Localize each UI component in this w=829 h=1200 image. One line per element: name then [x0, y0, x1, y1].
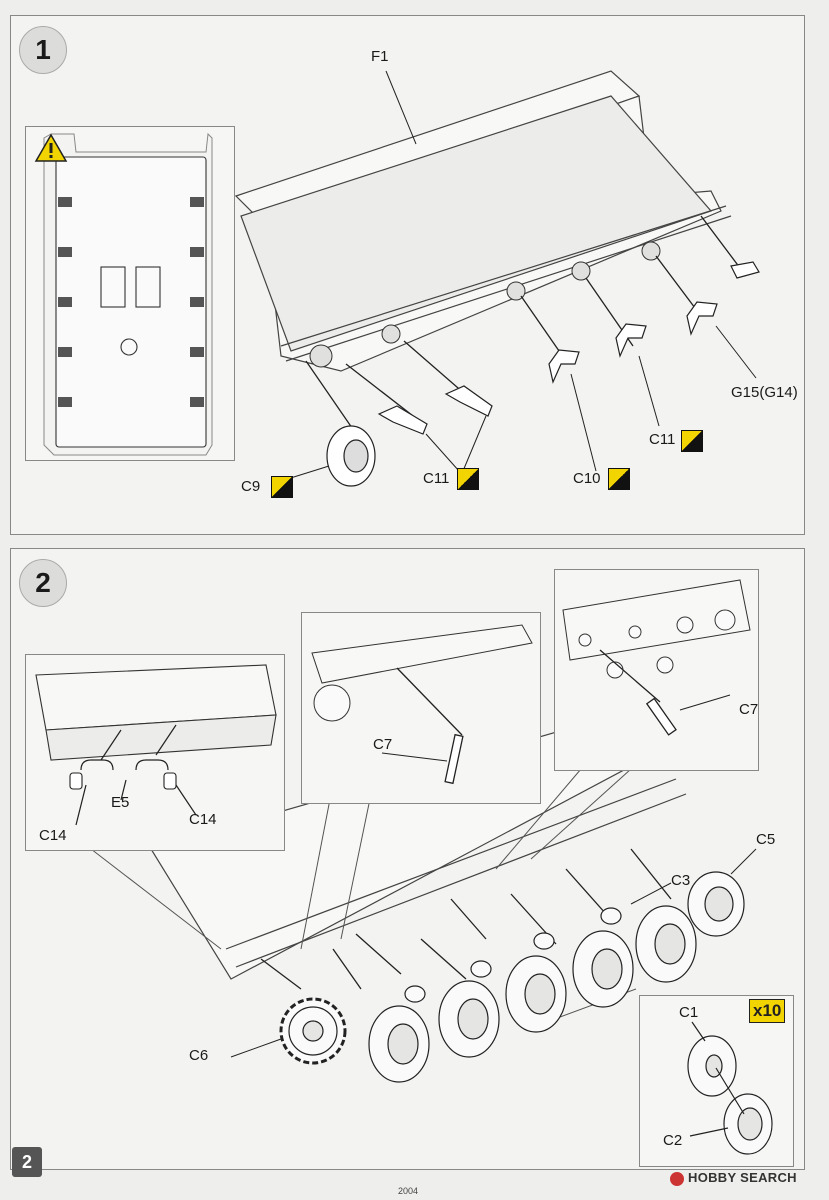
part-label-e5: E5 [111, 794, 130, 811]
towing-shackle-c14 [69, 772, 83, 790]
tow-hook-e5 [80, 759, 114, 771]
warning-triangle-icon [34, 133, 68, 162]
paint-swatch [608, 468, 630, 490]
step-2-panel: 2 [10, 548, 805, 1170]
step-1-panel: 1 [10, 15, 805, 535]
part-label-c3: C3 [671, 872, 691, 889]
paint-swatch [271, 476, 293, 498]
mount-point [571, 261, 591, 281]
part-label-c6: C6 [189, 1047, 209, 1064]
access-hatch [100, 266, 126, 308]
road-wheel [438, 980, 500, 1058]
step-2-badge: 2 [19, 559, 67, 607]
access-hatch [135, 266, 161, 308]
step-1-badge: 1 [19, 26, 67, 74]
hull-underside-inset [25, 126, 235, 461]
hub-cap [533, 932, 555, 950]
suspension-arm-c10 [548, 349, 580, 384]
part-label-c14: C14 [39, 827, 67, 844]
shock-absorber-c7 [444, 733, 464, 785]
footer-code: 2004 [398, 1186, 419, 1196]
wheel-half-c2 [723, 1093, 773, 1155]
part-label-c11: C11 [649, 431, 676, 448]
part-label-c2: C2 [663, 1132, 683, 1149]
mount-point [506, 281, 526, 301]
hub-cap [404, 985, 426, 1003]
watermark: HOBBY SEARCH [670, 1170, 797, 1186]
suspension-arm-g15 [686, 301, 718, 336]
part-label-g15: G15(G14) [731, 384, 798, 401]
road-wheel [505, 955, 567, 1033]
drive-sprocket-c6 [279, 997, 347, 1065]
part-label-c10: C10 [573, 470, 601, 487]
wheel-assembly-inset [639, 995, 794, 1167]
page-number: 2 [12, 1147, 42, 1177]
paint-swatch [457, 468, 479, 490]
part-label-c14: C14 [189, 811, 217, 828]
road-wheel [368, 1005, 430, 1083]
hobby-search-logo-icon [670, 1171, 684, 1186]
tow-hook-e5 [135, 759, 169, 771]
road-wheel [572, 930, 634, 1008]
watermark-text: HOBBY SEARCH [688, 1170, 797, 1185]
hull-floor-outline [55, 156, 207, 448]
part-label-c1: C1 [679, 1004, 699, 1021]
mount-point [309, 344, 333, 368]
mount-point [381, 324, 401, 344]
step-1-illustration [234, 70, 760, 487]
part-label-c11: C11 [423, 470, 450, 487]
part-label-c5: C5 [756, 831, 776, 848]
part-label-c7: C7 [373, 736, 393, 753]
rear-hull-inset [25, 654, 285, 851]
idler-arm [730, 261, 760, 279]
part-label-c7: C7 [739, 701, 759, 718]
part-label-c9: C9 [241, 478, 261, 495]
quantity-badge-x10: x10 [749, 999, 786, 1023]
towing-shackle-c14 [163, 772, 177, 790]
shock-absorber-c7 [645, 697, 677, 736]
suspension-arm-c11 [377, 405, 428, 435]
paint-swatch [681, 430, 703, 452]
drain-plug [120, 338, 138, 356]
road-wheel [635, 905, 697, 983]
suspension-arm-c11 [444, 385, 493, 417]
part-label-f1: F1 [371, 48, 389, 65]
wheel-half-c1 [687, 1035, 737, 1097]
mount-point [641, 241, 661, 261]
hub-cap [470, 960, 492, 978]
shock-absorber-inset-left [301, 612, 541, 804]
shock-absorber-inset-right [554, 569, 759, 771]
hub-cap-c3 [600, 907, 622, 925]
suspension-arm-c11 [615, 323, 647, 358]
idler-wheel-c5 [687, 871, 745, 937]
